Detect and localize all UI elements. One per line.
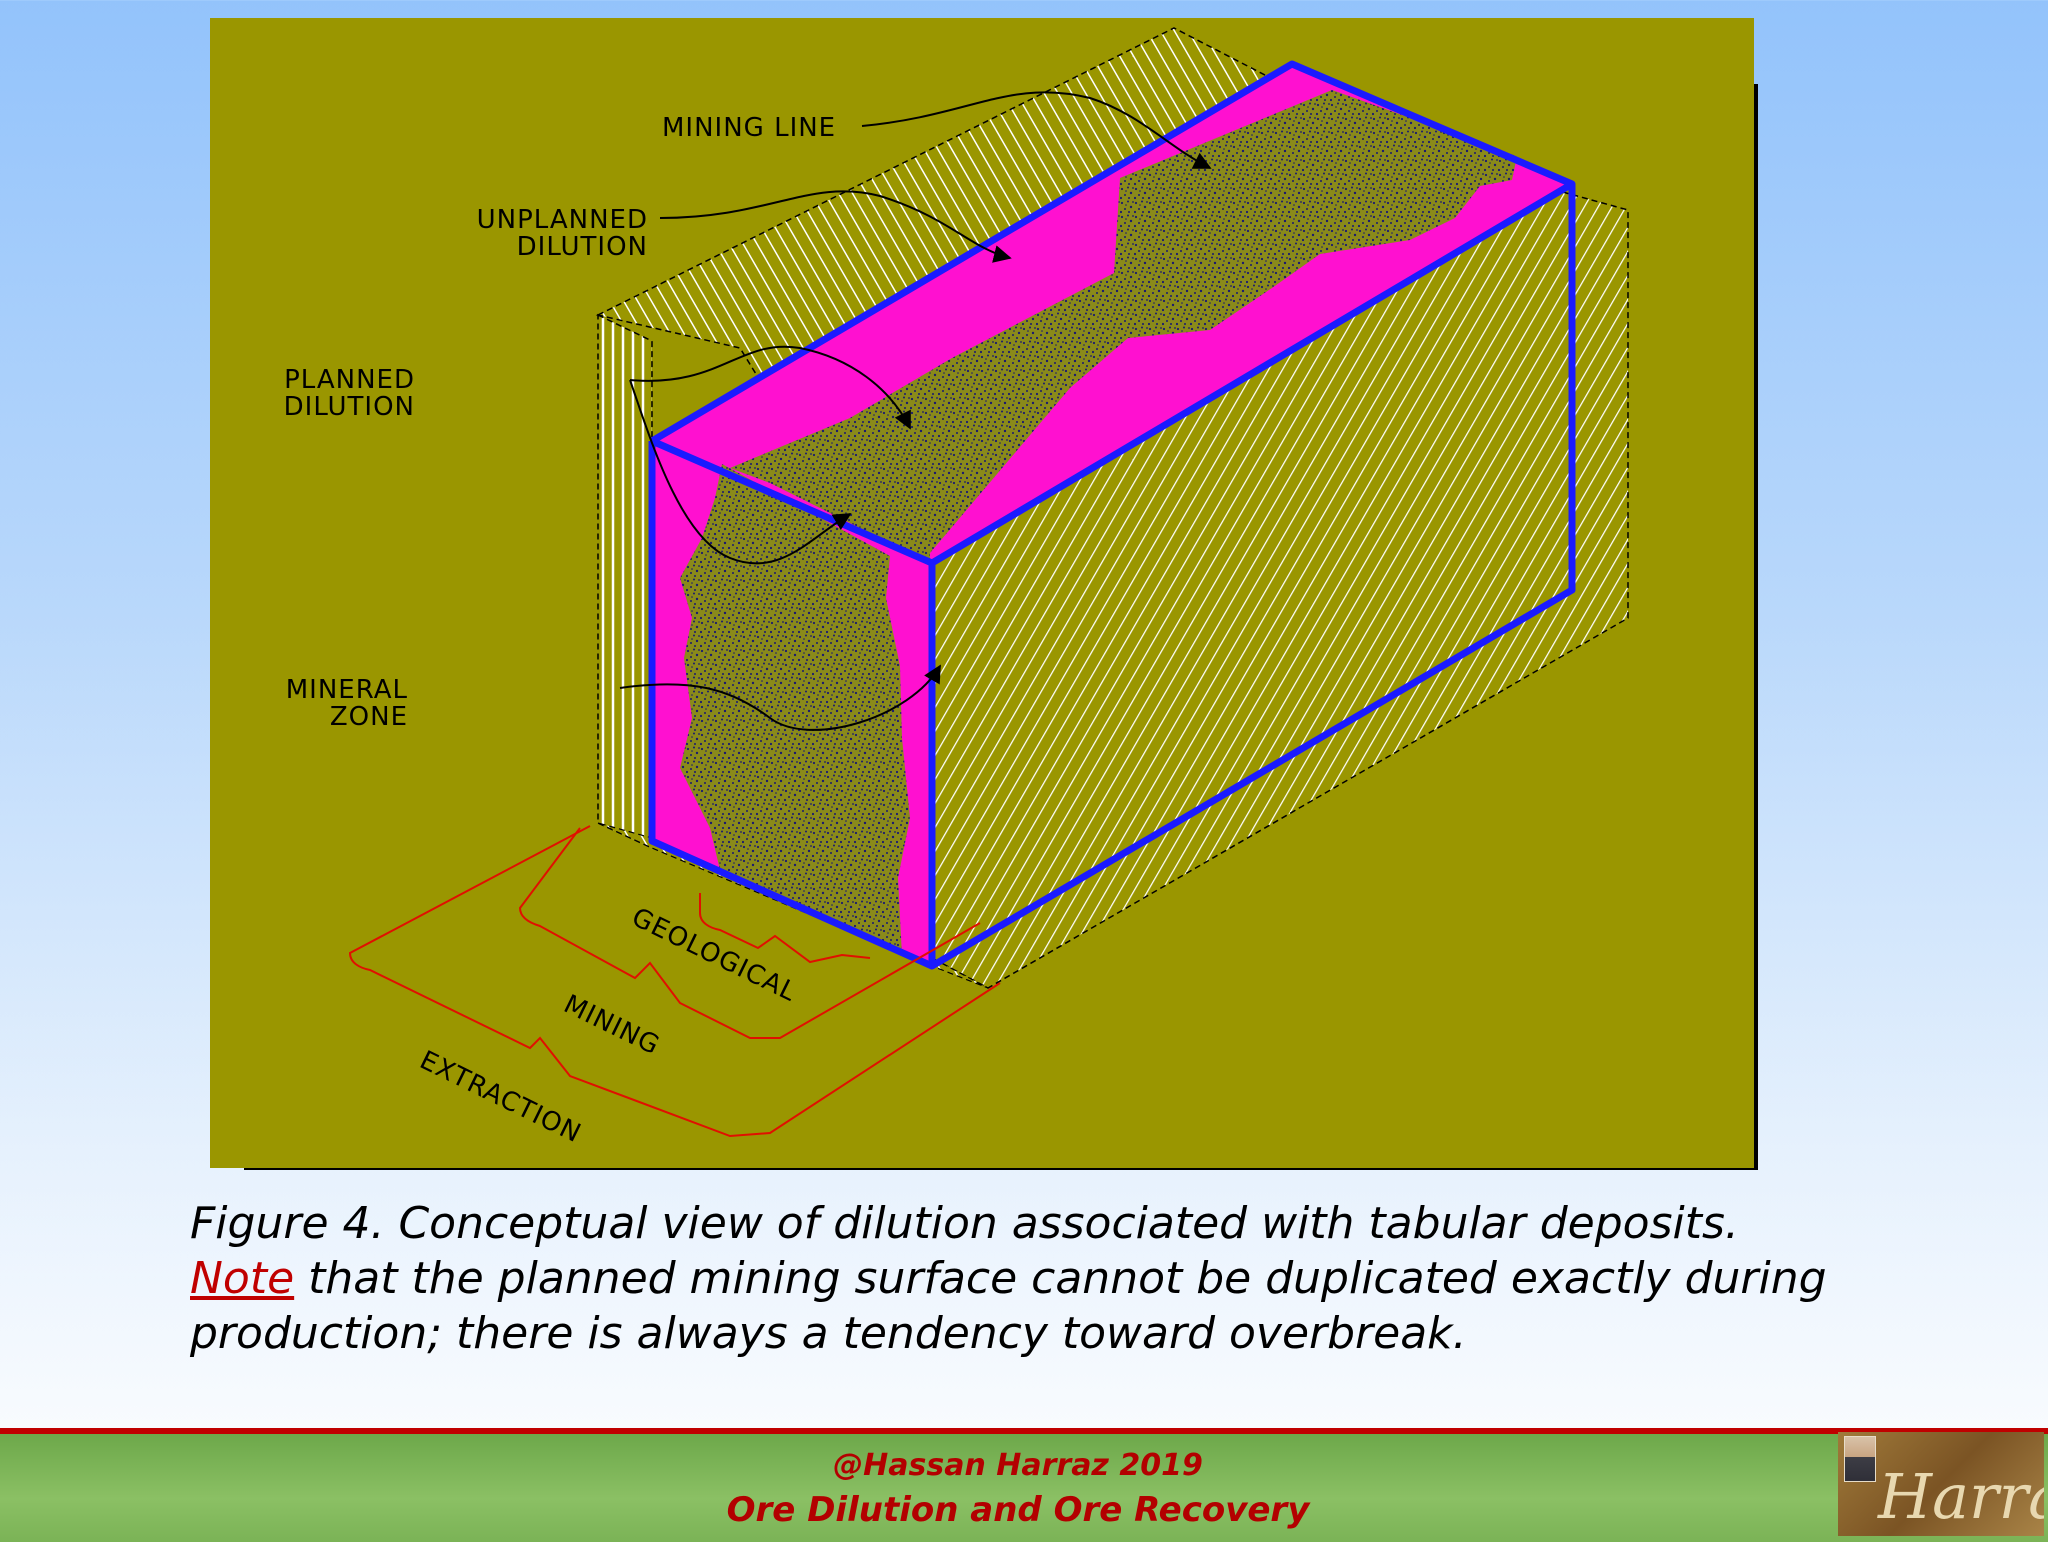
caption-line-3: production; there is always a tendency t…	[190, 1308, 1467, 1359]
harraz-logo: Harraz	[1838, 1432, 2044, 1536]
label-mining-line: MINING LINE	[662, 113, 836, 143]
caption-line-2-rest: that the planned mining surface cannot b…	[294, 1253, 1827, 1304]
left-hatch-face	[597, 313, 653, 850]
label-geological: GEOLOGICAL	[627, 902, 801, 1008]
author-photo	[1844, 1436, 1876, 1482]
label-mineral-zone-2: ZONE	[330, 702, 408, 732]
label-unplanned-dilution-2: DILUTION	[517, 232, 648, 262]
caption-line-2: Note that the planned mining surface can…	[190, 1251, 1950, 1306]
label-planned-dilution-1: PLANNED	[284, 365, 415, 395]
dilution-diagram: MINING LINE UNPLANNED DILUTION PLANNED D…	[210, 18, 1754, 1168]
caption-line-1: Figure 4. Conceptual view of dilution as…	[190, 1198, 1739, 1249]
extent-brackets	[348, 825, 1001, 1138]
front-mineral-zone	[680, 464, 910, 956]
label-mineral-zone-1: MINERAL	[286, 675, 408, 705]
footer-bar	[0, 1428, 2048, 1542]
logo-script-text: Harraz	[1878, 1460, 2044, 1533]
label-mining: MINING	[559, 989, 665, 1061]
label-extraction: EXTRACTION	[415, 1045, 586, 1149]
note-link[interactable]: Note	[190, 1253, 295, 1304]
top-mineral-zone	[730, 90, 1517, 563]
footer-title: Ore Dilution and Ore Recovery	[726, 1490, 1310, 1530]
leader-lines	[619, 91, 1212, 731]
diagram-svg: MINING LINE UNPLANNED DILUTION PLANNED D…	[284, 27, 1629, 1149]
figure-caption: Figure 4. Conceptual view of dilution as…	[190, 1196, 1950, 1361]
footer-credit: @Hassan Harraz 2019	[833, 1448, 1203, 1483]
label-unplanned-dilution-1: UNPLANNED	[477, 205, 648, 235]
label-planned-dilution-2: DILUTION	[284, 392, 415, 422]
